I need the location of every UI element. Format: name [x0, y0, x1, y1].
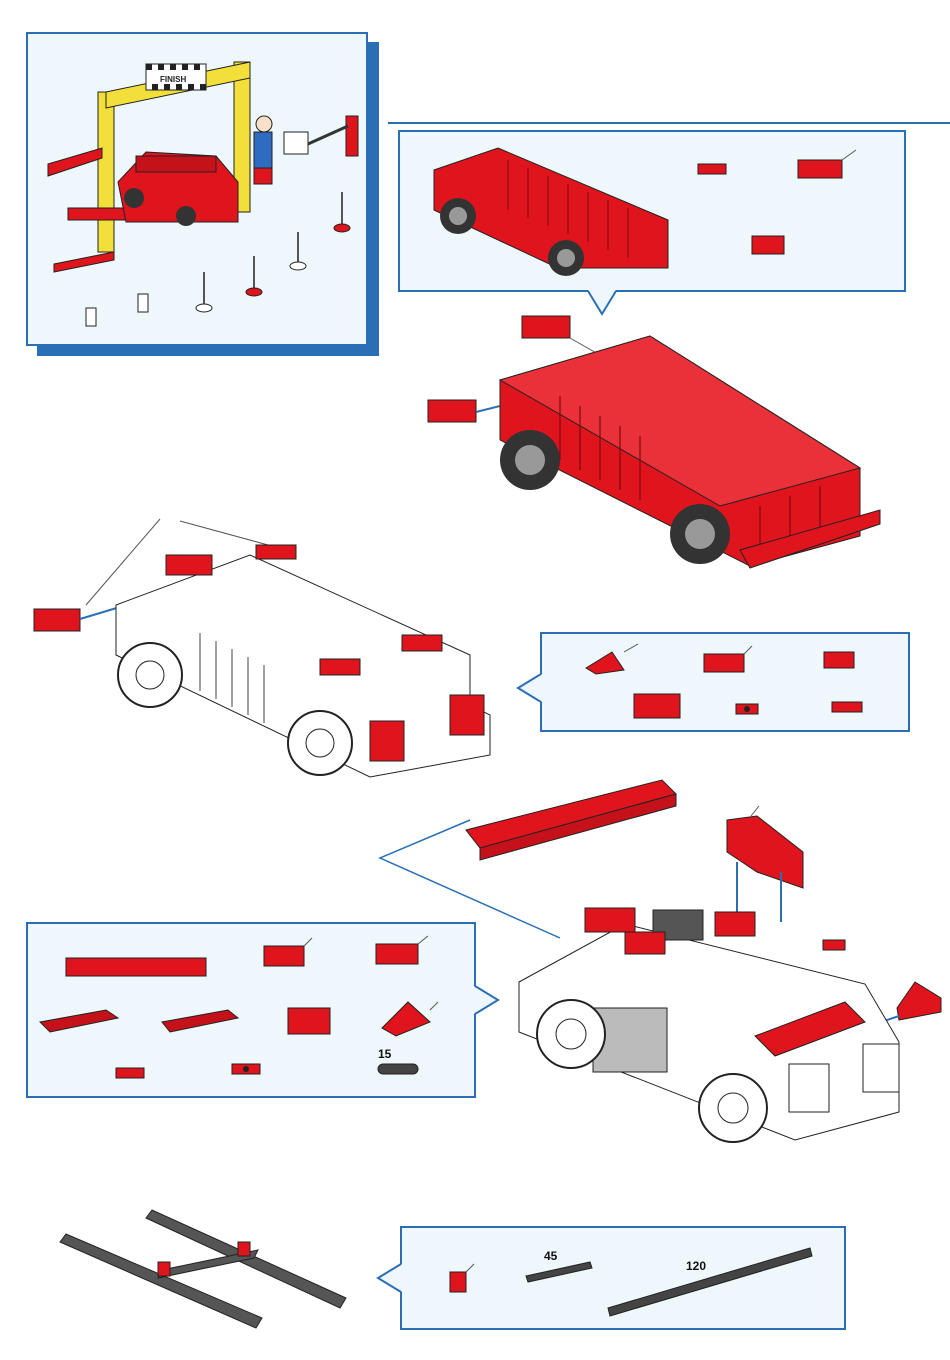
angle-block [704, 646, 752, 672]
spacer-15-label: 15 [378, 1047, 392, 1061]
sticker-plate-2 [162, 1010, 238, 1032]
loose-block-left [428, 400, 476, 422]
side-wedge [897, 982, 941, 1020]
small-connector [823, 940, 845, 950]
angle-block [264, 938, 312, 966]
cross-block [634, 694, 680, 718]
strut-45: 45 [526, 1249, 592, 1282]
step-divider-line [388, 122, 950, 124]
step2-parts [540, 632, 910, 732]
angle-block-2 [376, 936, 428, 964]
small-red-bracket [450, 1264, 474, 1292]
strut-45-label: 45 [544, 1249, 558, 1263]
step4-parts: 45 120 [400, 1226, 846, 1330]
connector-piece [736, 704, 758, 714]
step3-callout-pointer [474, 986, 500, 1014]
long-red-plate [66, 958, 206, 976]
wedge-block [586, 644, 638, 674]
connector-piece [116, 1068, 144, 1078]
step1-truck-preview [398, 130, 906, 292]
small-block [824, 652, 854, 668]
wedge-block [382, 1002, 438, 1036]
finish-banner: FINISH [146, 64, 206, 90]
clip-piece [832, 702, 862, 712]
sticker-plate-1 [40, 1010, 118, 1032]
flagman-figure [254, 116, 358, 184]
vertical-bracket [727, 806, 803, 888]
angle-block [798, 150, 856, 178]
loose-block-top [522, 316, 598, 354]
loose-block-left [34, 609, 80, 631]
race-car [118, 152, 238, 226]
step3-parts: 15 [26, 922, 476, 1098]
finish-line-scene: FINISH [26, 32, 368, 346]
step2-white-car [30, 515, 530, 790]
connector-piece-2 [232, 1064, 260, 1074]
step3-white-car [505, 812, 945, 1152]
spacer-15: 15 [378, 1047, 418, 1074]
step2-callout-pointer [516, 674, 542, 702]
step4-callout-pointer [376, 1264, 402, 1292]
finish-banner-text: FINISH [160, 75, 186, 84]
small-block [752, 236, 784, 254]
clip-piece [698, 164, 726, 174]
strut-120-label: 120 [686, 1259, 706, 1273]
strut-120: 120 [608, 1248, 812, 1316]
cross-block [288, 1008, 330, 1034]
step4-chassis-frame [58, 1210, 358, 1340]
